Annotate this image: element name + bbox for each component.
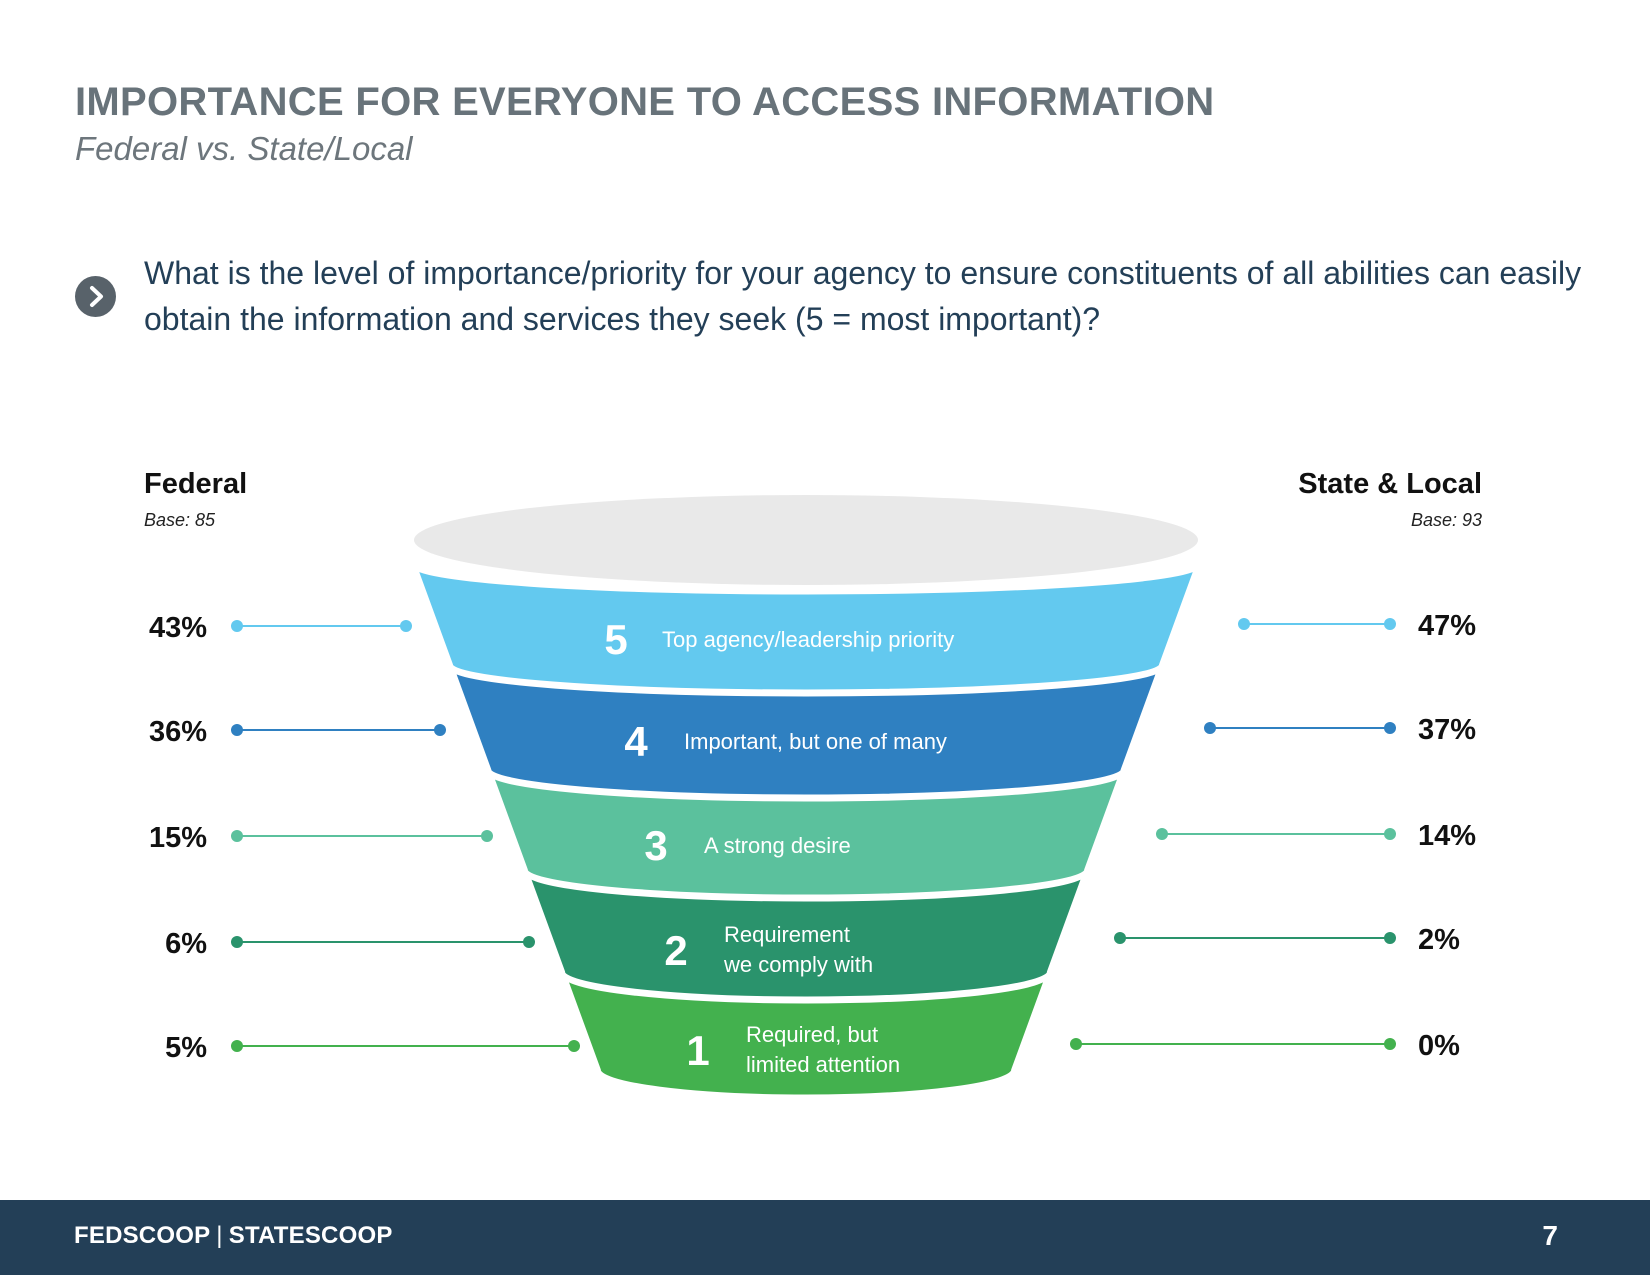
level-label-1: limited attention [746,1052,900,1077]
page-title: IMPORTANCE FOR EVERYONE TO ACCESS INFORM… [75,80,1215,124]
state-local-dot-end-1 [1384,1038,1396,1050]
funnel-chart: 5 Top agency/leadership priority 4 Importan… [148,495,1477,1097]
chevron-right-icon [75,276,116,317]
federal-dot-end-5 [400,620,412,632]
state-local-value-4: 37% [1418,714,1476,746]
state-local-dot-1 [1070,1038,1082,1050]
level-label-3: A strong desire [704,833,851,858]
state-local-group-label: State & Local [1298,468,1482,500]
federal-value-3: 15% [149,822,207,854]
funnel-top [414,495,1198,585]
page-number: 7 [1542,1220,1558,1251]
state-local-dot-4 [1204,722,1216,734]
federal-value-5: 43% [149,612,207,644]
federal-dot-end-3 [481,830,493,842]
state-local-value-5: 47% [1418,610,1476,642]
level-label-5: Top agency/leadership priority [662,627,954,652]
level-label-2: Requirement [724,922,850,947]
federal-dot-3 [231,830,243,842]
brand-statescoop: STATESCOOP [228,1222,393,1249]
federal-value-2: 6% [165,928,207,960]
brand-separator: | [216,1222,223,1249]
federal-dot-1 [231,1040,243,1052]
state-local-dot-end-5 [1384,618,1396,630]
federal-dot-2 [231,936,243,948]
state-local-dot-end-3 [1384,828,1396,840]
federal-dot-end-1 [568,1040,580,1052]
level-label-4: Important, but one of many [684,729,947,754]
federal-group-label: Federal [144,468,248,500]
brand-fedscoop: FEDSCOOP [74,1222,211,1249]
level-number-3: 3 [644,822,667,869]
federal-base-label: Base: 85 [144,510,216,530]
level-number-1: 1 [686,1027,709,1074]
state-local-dot-end-2 [1384,932,1396,944]
federal-dot-end-2 [523,936,535,948]
federal-value-4: 36% [149,716,207,748]
state-local-dot-end-4 [1384,722,1396,734]
level-label-1: Required, but [746,1022,878,1047]
state-local-dot-5 [1238,618,1250,630]
state-local-value-3: 14% [1418,820,1476,852]
federal-dot-end-4 [434,724,446,736]
state-local-dot-3 [1156,828,1168,840]
state-local-value-2: 2% [1418,924,1460,956]
state-local-dot-2 [1114,932,1126,944]
federal-dot-4 [231,724,243,736]
level-number-4: 4 [624,718,648,765]
level-number-2: 2 [664,927,687,974]
level-label-2: we comply with [723,952,873,977]
footer-brand: FEDSCOOP|STATESCOOP [74,1222,393,1250]
page-subtitle: Federal vs. State/Local [75,130,413,167]
federal-value-1: 5% [165,1032,207,1064]
survey-question: What is the level of importance/priority… [144,255,1582,337]
state-local-base-label: Base: 93 [1410,510,1482,530]
state-local-value-1: 0% [1418,1030,1460,1062]
footer-bar: FEDSCOOP|STATESCOOP 7 [0,1200,1650,1275]
level-number-5: 5 [604,616,627,663]
federal-dot-5 [231,620,243,632]
funnel-band-5 [411,564,1201,695]
